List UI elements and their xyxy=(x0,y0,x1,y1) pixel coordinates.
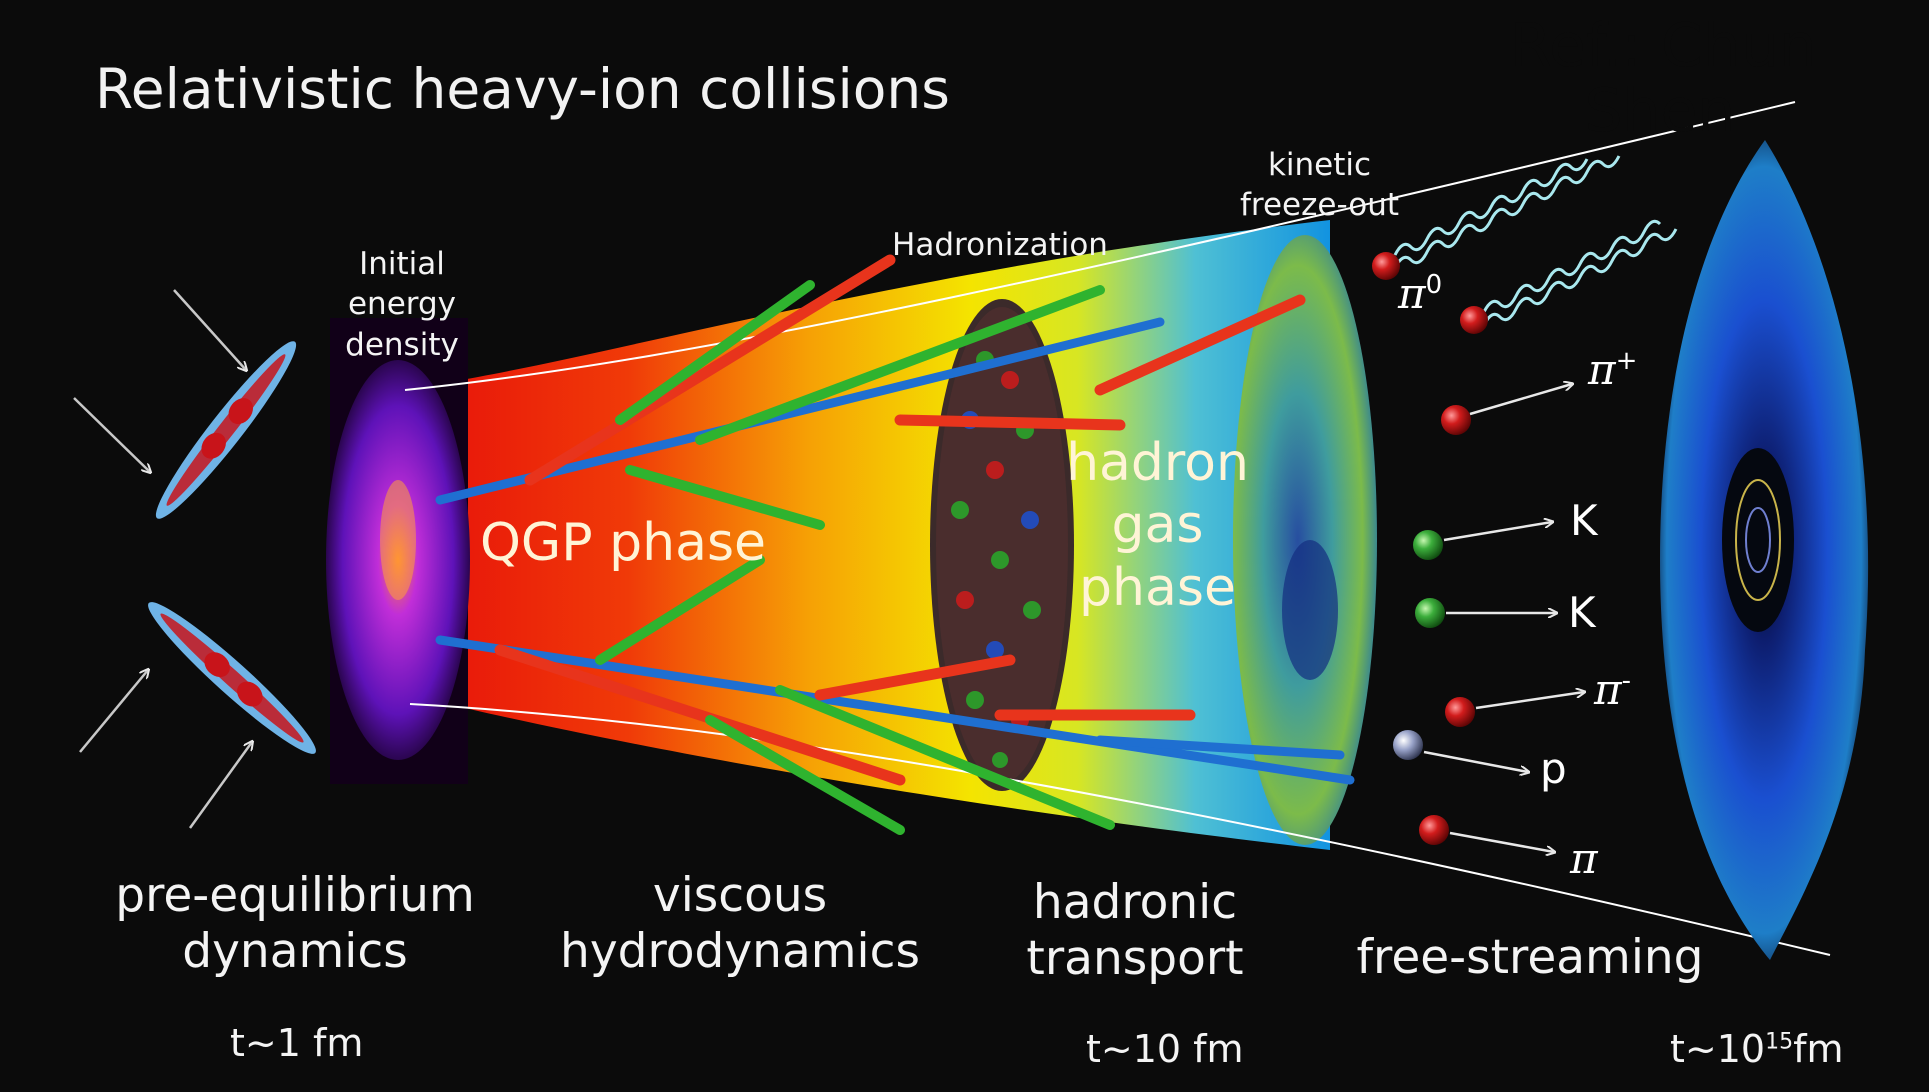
label-qgp-phase: QGP phase xyxy=(480,513,767,573)
label-hadronization: Hadronization xyxy=(892,227,1108,263)
stage-viscous-hydrodynamics: viscous hydrodynamics xyxy=(560,868,920,980)
label-initial-energy-density: Initial energy density xyxy=(345,246,459,363)
stage-hadronic-transport: hadronic transport xyxy=(1026,875,1244,987)
particle-label-k2: K xyxy=(1568,588,1596,637)
jets xyxy=(435,254,1355,835)
particle-balls xyxy=(1372,252,1488,845)
particle-label-pi-minus: π- xyxy=(1594,665,1631,714)
time-label-3: t~1015fm xyxy=(1670,1027,1844,1071)
reference-line-2: Shen xyxy=(1584,75,1736,146)
particle-label-pi: π xyxy=(1570,834,1598,883)
particle-arrows xyxy=(1423,384,1584,852)
reference-line-1: Ref.: Chun xyxy=(1510,11,1818,81)
label-kinetic-freeze-out: kinetic freeze-out xyxy=(1240,147,1399,224)
cone-outline xyxy=(404,101,1831,956)
diagram-title: Relativistic heavy-ion collisions xyxy=(95,57,950,121)
reference-credit: Ref.: Chun Shen xyxy=(1510,11,1818,146)
incoming-arrows xyxy=(73,289,252,829)
particle-label-pi0: π0 xyxy=(1398,269,1443,318)
stage-pre-equilibrium: pre-equilibrium dynamics xyxy=(115,868,475,980)
particle-label-k1: K xyxy=(1570,496,1598,545)
nucleus-lower xyxy=(148,602,316,754)
freeze-out-disk xyxy=(1233,235,1377,845)
label-hadron-gas-phase: hadron gas phase xyxy=(1066,433,1249,618)
time-label-2: t~10 fm xyxy=(1086,1027,1244,1071)
photon-wiggles xyxy=(1393,155,1678,326)
detector-event-display xyxy=(1660,140,1869,960)
nucleus-upper xyxy=(155,341,297,519)
particle-label-p: p xyxy=(1540,744,1567,793)
expanding-fireball xyxy=(430,220,1330,850)
time-label-1: t~1 fm xyxy=(230,1021,364,1065)
stage-free-streaming: free-streaming xyxy=(1356,930,1704,985)
initial-energy-density-image xyxy=(326,318,470,784)
particle-label-pi-plus: π+ xyxy=(1588,345,1638,394)
